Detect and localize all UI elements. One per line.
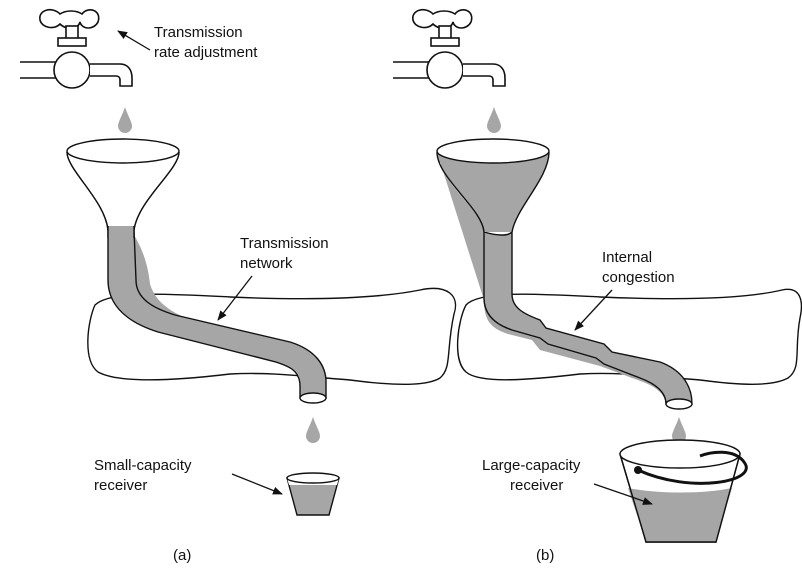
arrow-congestion	[574, 289, 613, 331]
small-receiver-a	[286, 472, 340, 516]
label-large-receiver-line2: receiver	[510, 477, 563, 494]
drop-a2	[306, 417, 320, 443]
panel-b: Internal congestion Large-capacity recei…	[393, 8, 802, 564]
large-receiver-b	[619, 439, 748, 543]
caption-a: (a)	[173, 547, 191, 564]
arrow-faucet	[117, 30, 151, 51]
drop-b1	[487, 107, 501, 133]
faucet-a	[20, 8, 133, 89]
network-blob-a	[87, 287, 457, 385]
funnel-pipe-b	[436, 138, 693, 410]
label-congestion-line2: congestion	[602, 269, 675, 286]
label-faucet-line1: Transmission	[154, 24, 243, 41]
panel-a: Transmission rate adjustment Transmissio…	[20, 8, 457, 564]
drop-b2	[672, 417, 686, 443]
arrow-large-receiver	[593, 483, 653, 505]
caption-b: (b)	[536, 547, 554, 564]
network-blob-b	[456, 288, 802, 385]
label-congestion-line1: Internal	[602, 249, 652, 266]
funnel-pipe-a	[66, 138, 327, 404]
label-network-line1: Transmission	[240, 235, 329, 252]
drop-a1	[118, 107, 132, 133]
label-small-receiver-line1: Small-capacity	[94, 457, 192, 474]
arrow-small-receiver	[231, 473, 283, 495]
faucet-b	[393, 8, 506, 89]
label-small-receiver-line2: receiver	[94, 477, 147, 494]
label-large-receiver-line1: Large-capacity	[482, 457, 581, 474]
label-network-line2: network	[240, 255, 293, 272]
label-faucet-line2: rate adjustment	[154, 44, 258, 61]
arrow-network	[217, 275, 253, 321]
